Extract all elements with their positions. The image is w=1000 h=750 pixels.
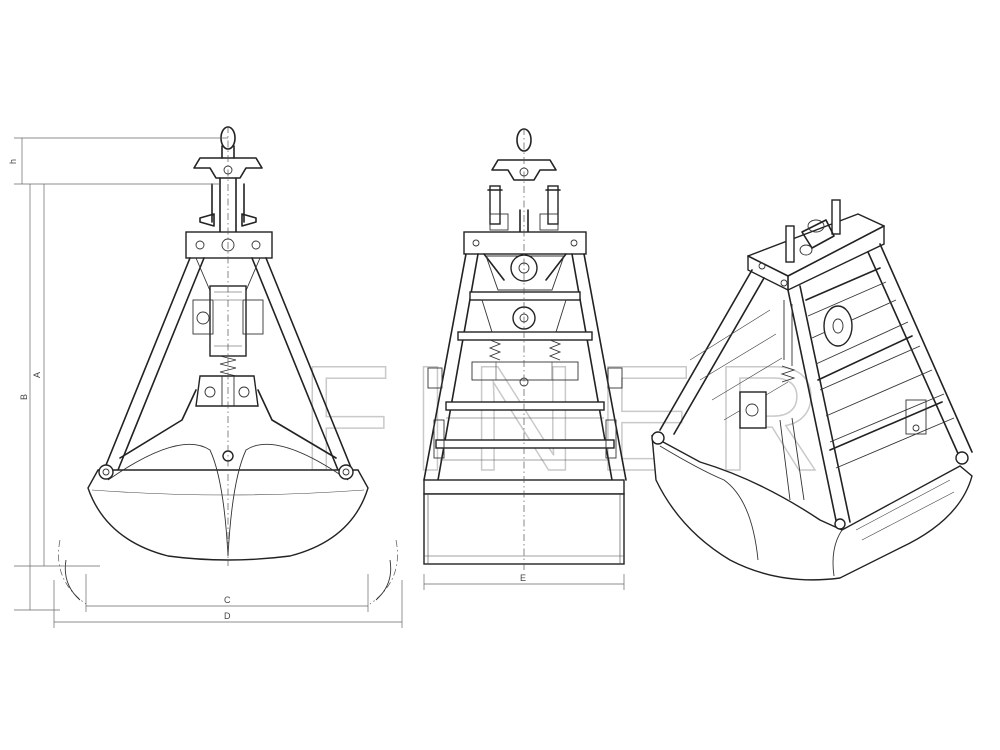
dimension-lines bbox=[14, 137, 625, 628]
dimension-label-c: C bbox=[224, 595, 231, 605]
dimension-label-h: h bbox=[8, 159, 18, 164]
dimension-label-d: D bbox=[224, 611, 231, 621]
side-view bbox=[58, 126, 398, 605]
dimension-label-a: A bbox=[32, 372, 42, 378]
dimension-label-e: E bbox=[520, 573, 526, 583]
dimension-label-b: B bbox=[19, 394, 29, 400]
isometric-view bbox=[651, 199, 973, 581]
front-view bbox=[423, 128, 627, 570]
